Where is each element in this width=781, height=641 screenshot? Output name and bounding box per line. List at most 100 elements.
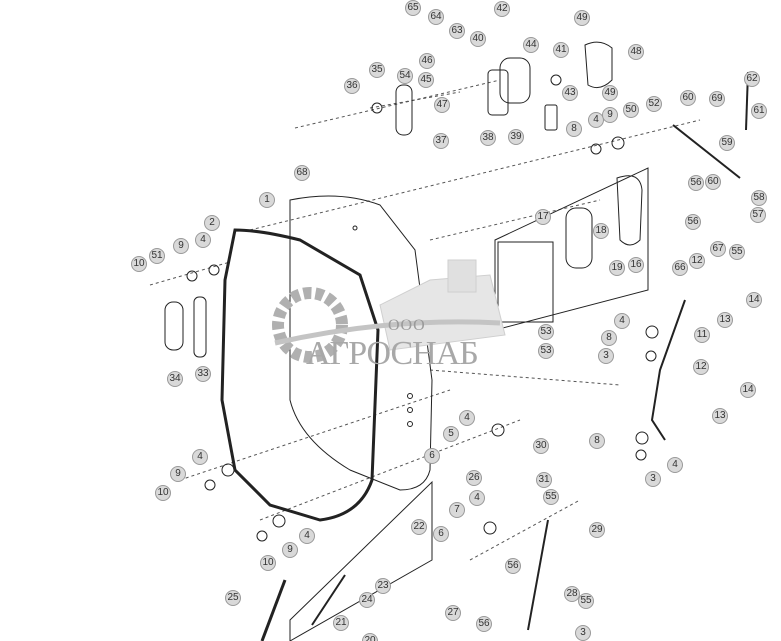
callout-part-35[interactable]: 35 bbox=[369, 62, 385, 78]
callout-part-23[interactable]: 23 bbox=[375, 578, 391, 594]
callout-part-9[interactable]: 9 bbox=[602, 107, 618, 123]
callout-part-40[interactable]: 40 bbox=[470, 31, 486, 47]
callout-part-53[interactable]: 53 bbox=[538, 324, 554, 340]
callout-part-8[interactable]: 8 bbox=[601, 330, 617, 346]
callout-part-58[interactable]: 58 bbox=[751, 190, 767, 206]
callout-part-13[interactable]: 13 bbox=[712, 408, 728, 424]
callout-part-51[interactable]: 51 bbox=[149, 248, 165, 264]
callout-part-49[interactable]: 49 bbox=[574, 10, 590, 26]
callout-part-60[interactable]: 60 bbox=[680, 90, 696, 106]
callout-part-42[interactable]: 42 bbox=[494, 1, 510, 17]
callout-part-4[interactable]: 4 bbox=[299, 528, 315, 544]
callout-part-66[interactable]: 66 bbox=[672, 260, 688, 276]
callout-part-43[interactable]: 43 bbox=[562, 85, 578, 101]
callout-part-5[interactable]: 5 bbox=[443, 426, 459, 442]
callout-part-61[interactable]: 61 bbox=[751, 103, 767, 119]
callout-part-9[interactable]: 9 bbox=[173, 238, 189, 254]
callout-part-28[interactable]: 28 bbox=[564, 586, 580, 602]
callout-part-21[interactable]: 21 bbox=[333, 615, 349, 631]
washers bbox=[186, 264, 659, 542]
callout-part-3[interactable]: 3 bbox=[598, 348, 614, 364]
callout-part-25[interactable]: 25 bbox=[225, 590, 241, 606]
callout-part-55[interactable]: 55 bbox=[578, 593, 594, 609]
callout-part-59[interactable]: 59 bbox=[719, 135, 735, 151]
callout-part-4[interactable]: 4 bbox=[614, 313, 630, 329]
callout-part-20[interactable]: 20 bbox=[362, 633, 378, 641]
callout-part-52[interactable]: 52 bbox=[646, 96, 662, 112]
callout-part-1[interactable]: 1 bbox=[259, 192, 275, 208]
callout-part-19[interactable]: 19 bbox=[609, 260, 625, 276]
callout-part-27[interactable]: 27 bbox=[445, 605, 461, 621]
handle-parts bbox=[164, 41, 625, 358]
callout-part-4[interactable]: 4 bbox=[195, 232, 211, 248]
callout-part-48[interactable]: 48 bbox=[628, 44, 644, 60]
callout-part-45[interactable]: 45 bbox=[418, 72, 434, 88]
callout-part-57[interactable]: 57 bbox=[750, 207, 766, 223]
callout-part-64[interactable]: 64 bbox=[428, 9, 444, 25]
callout-part-33[interactable]: 33 bbox=[195, 366, 211, 382]
callout-part-4[interactable]: 4 bbox=[192, 449, 208, 465]
callout-part-12[interactable]: 12 bbox=[689, 253, 705, 269]
callout-part-2[interactable]: 2 bbox=[204, 215, 220, 231]
callout-part-17[interactable]: 17 bbox=[535, 209, 551, 225]
callout-part-8[interactable]: 8 bbox=[589, 433, 605, 449]
callout-part-18[interactable]: 18 bbox=[593, 223, 609, 239]
callout-part-31[interactable]: 31 bbox=[536, 472, 552, 488]
callout-part-53[interactable]: 53 bbox=[538, 343, 554, 359]
callout-part-39[interactable]: 39 bbox=[508, 129, 524, 145]
callout-part-56[interactable]: 56 bbox=[688, 175, 704, 191]
callout-part-16[interactable]: 16 bbox=[628, 257, 644, 273]
callout-part-8[interactable]: 8 bbox=[566, 121, 582, 137]
callout-part-36[interactable]: 36 bbox=[344, 78, 360, 94]
callout-part-12[interactable]: 12 bbox=[693, 359, 709, 375]
callout-part-30[interactable]: 30 bbox=[533, 438, 549, 454]
callout-part-56[interactable]: 56 bbox=[685, 214, 701, 230]
callout-part-3[interactable]: 3 bbox=[645, 471, 661, 487]
callout-part-7[interactable]: 7 bbox=[449, 502, 465, 518]
callout-part-47[interactable]: 47 bbox=[434, 97, 450, 113]
callout-part-14[interactable]: 14 bbox=[740, 382, 756, 398]
callout-part-50[interactable]: 50 bbox=[623, 102, 639, 118]
callout-part-68[interactable]: 68 bbox=[294, 165, 310, 181]
callout-part-56[interactable]: 56 bbox=[505, 558, 521, 574]
callout-part-11[interactable]: 11 bbox=[694, 327, 710, 343]
callout-part-54[interactable]: 54 bbox=[397, 68, 413, 84]
callout-part-10[interactable]: 10 bbox=[131, 256, 147, 272]
callout-part-6[interactable]: 6 bbox=[433, 526, 449, 542]
callout-part-44[interactable]: 44 bbox=[523, 37, 539, 53]
callout-part-9[interactable]: 9 bbox=[282, 542, 298, 558]
callout-part-37[interactable]: 37 bbox=[433, 133, 449, 149]
callout-part-34[interactable]: 34 bbox=[167, 371, 183, 387]
callout-part-63[interactable]: 63 bbox=[449, 23, 465, 39]
callout-part-24[interactable]: 24 bbox=[359, 592, 375, 608]
callout-part-62[interactable]: 62 bbox=[744, 71, 760, 87]
callout-part-49[interactable]: 49 bbox=[602, 85, 618, 101]
callout-part-60[interactable]: 60 bbox=[705, 174, 721, 190]
callout-part-55[interactable]: 55 bbox=[729, 244, 745, 260]
callout-part-29[interactable]: 29 bbox=[589, 522, 605, 538]
callout-part-38[interactable]: 38 bbox=[480, 130, 496, 146]
callout-part-13[interactable]: 13 bbox=[717, 312, 733, 328]
callout-part-4[interactable]: 4 bbox=[469, 490, 485, 506]
callout-part-56[interactable]: 56 bbox=[476, 616, 492, 632]
callout-part-67[interactable]: 67 bbox=[710, 241, 726, 257]
callout-part-10[interactable]: 10 bbox=[155, 485, 171, 501]
callout-part-4[interactable]: 4 bbox=[667, 457, 683, 473]
callout-part-10[interactable]: 10 bbox=[260, 555, 276, 571]
assembly-lines bbox=[149, 79, 701, 561]
callout-part-22[interactable]: 22 bbox=[411, 519, 427, 535]
callout-part-6[interactable]: 6 bbox=[424, 448, 440, 464]
door-seal bbox=[220, 228, 380, 522]
callout-part-4[interactable]: 4 bbox=[459, 410, 475, 426]
callout-part-41[interactable]: 41 bbox=[553, 42, 569, 58]
callout-part-46[interactable]: 46 bbox=[419, 53, 435, 69]
door-glass bbox=[289, 195, 433, 491]
callout-part-55[interactable]: 55 bbox=[543, 489, 559, 505]
callout-part-26[interactable]: 26 bbox=[466, 470, 482, 486]
callout-part-65[interactable]: 65 bbox=[405, 0, 421, 16]
callout-part-3[interactable]: 3 bbox=[575, 625, 591, 641]
callout-part-9[interactable]: 9 bbox=[170, 466, 186, 482]
callout-part-14[interactable]: 14 bbox=[746, 292, 762, 308]
callout-part-69[interactable]: 69 bbox=[709, 91, 725, 107]
